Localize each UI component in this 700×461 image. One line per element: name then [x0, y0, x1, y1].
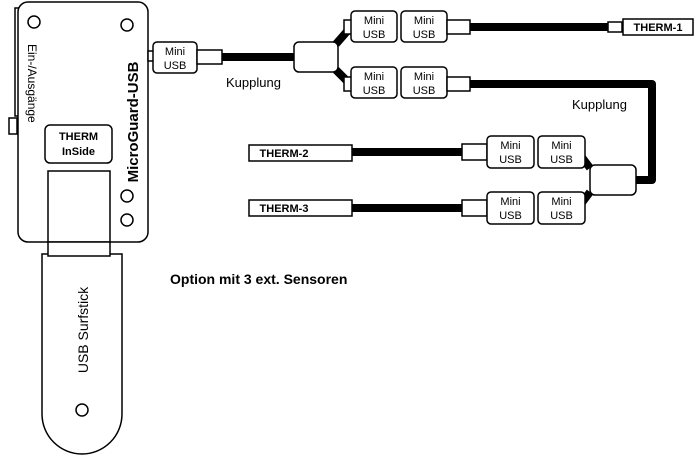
mini-usb-connector: Mini USB [152, 41, 198, 74]
sensor-label-2: THERM-2 [260, 148, 309, 160]
cable-sleeve [461, 143, 488, 161]
usb-port [47, 170, 111, 243]
mount-hole [27, 15, 41, 29]
sensor-therm-2 [248, 144, 353, 162]
connector-line-2: USB [550, 210, 573, 222]
badge-line-1: THERM [59, 131, 98, 143]
stick-hole [75, 403, 89, 417]
connector-line-1: Mini [551, 196, 571, 208]
connector-line-2: USB [413, 29, 436, 41]
mount-hole [120, 189, 134, 203]
side-port [8, 117, 18, 135]
connector-line-1: Mini [500, 140, 520, 152]
cable-long-loop [470, 80, 656, 184]
connector-line-1: Mini [414, 15, 434, 27]
mini-usb-connector: Mini USB [350, 10, 398, 43]
connector-line-2: USB [164, 60, 187, 72]
stick-plug [47, 241, 111, 257]
sensor-therm-3 [248, 199, 353, 217]
stick-body [41, 253, 123, 455]
mini-usb-connector: Mini USB [537, 191, 586, 225]
stick-label: USB Surfstick [75, 286, 91, 373]
sensor-label-1: THERM-1 [634, 22, 683, 34]
mini-usb-connector: Mini USB [350, 66, 398, 99]
mini-usb-connector: Mini USB [486, 135, 535, 169]
cable-sleeve [196, 49, 223, 65]
mount-hole [120, 18, 134, 32]
mini-usb-connector: Mini USB [486, 191, 535, 225]
coupling-2 [589, 164, 637, 196]
connector-line-1: Mini [414, 71, 434, 83]
connector-line-2: USB [499, 210, 522, 222]
connector-line-2: USB [363, 29, 386, 41]
sensor-label-3: THERM-3 [260, 203, 309, 215]
badge-line-2: InSide [62, 146, 95, 158]
mount-hole [120, 213, 134, 227]
cable-sleeve [607, 21, 623, 33]
usb-surfstick: USB Surfstick [41, 241, 123, 455]
connector-line-1: Mini [165, 46, 185, 58]
therm-inside-badge [44, 124, 113, 164]
connector-line-2: USB [550, 154, 573, 166]
connector-line-1: Mini [364, 71, 384, 83]
connector-line-2: USB [363, 85, 386, 97]
connector-line-1: Mini [500, 196, 520, 208]
connector-line-2: USB [499, 154, 522, 166]
sensor-therm-1 [622, 18, 694, 36]
cable-sleeve [461, 199, 488, 217]
mini-usb-connector: Mini USB [400, 10, 448, 43]
device-name: MicroGuard-USB [125, 61, 142, 182]
coupling-label-2: Kupplung [572, 97, 627, 112]
coupling-label-1: Kupplung [226, 75, 281, 90]
cables [222, 23, 656, 212]
cable-sleeve [446, 19, 471, 35]
microguard-device: Ein-/Ausgänge MicroGuard-USB THERM InSid… [8, 1, 149, 243]
connector-line-2: USB [413, 85, 436, 97]
coupling-1 [293, 41, 339, 73]
connector-line-1: Mini [551, 140, 571, 152]
cable-sleeve [446, 76, 471, 92]
mini-usb-connector: Mini USB [537, 135, 586, 169]
connector-line-1: Mini [364, 15, 384, 27]
io-label: Ein-/Ausgänge [25, 44, 39, 123]
mini-usb-connector: Mini USB [400, 66, 448, 99]
caption: Option mit 3 ext. Sensoren [170, 271, 347, 287]
